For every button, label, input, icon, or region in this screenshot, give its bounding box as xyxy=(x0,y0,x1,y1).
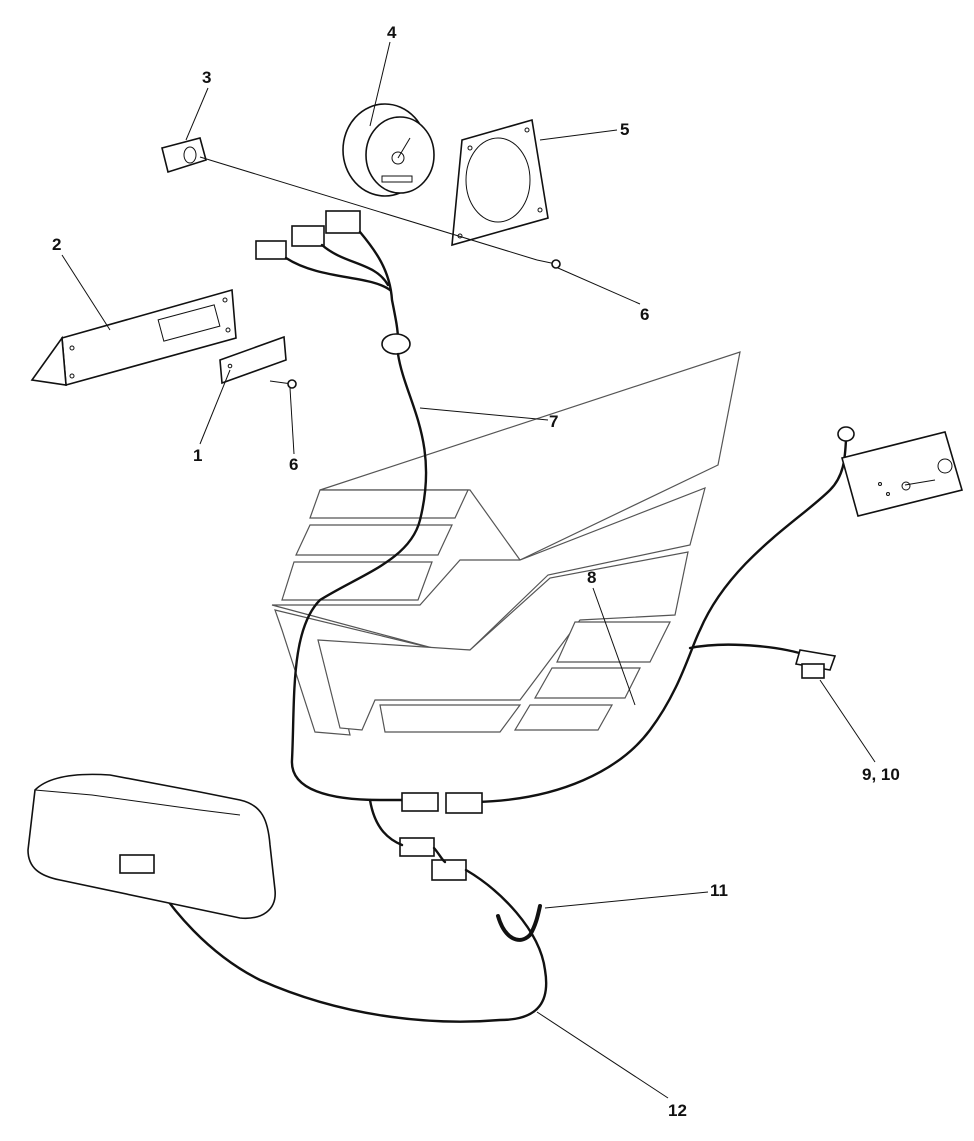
switch-panel xyxy=(841,431,964,517)
harness-connectors-bottom xyxy=(399,792,483,881)
connector-wire xyxy=(432,846,447,864)
instrument-cluster-housing xyxy=(27,773,276,919)
gauge-bezel xyxy=(451,118,549,247)
mounting-plate xyxy=(219,335,287,385)
callout-6-upper: 6 xyxy=(640,305,649,324)
callout-9-10: 9, 10 xyxy=(862,765,900,784)
screw xyxy=(269,379,297,389)
leader-lines xyxy=(61,41,876,1099)
callout-12: 12 xyxy=(668,1101,687,1120)
callout-7: 7 xyxy=(549,412,558,431)
callout-3: 3 xyxy=(202,68,211,87)
callout-1: 1 xyxy=(193,446,202,465)
gauge xyxy=(342,103,435,197)
screw xyxy=(536,259,561,269)
callout-2: 2 xyxy=(52,235,61,254)
mounting-bracket xyxy=(30,288,237,387)
background-chevron-logo xyxy=(271,351,741,736)
connector-wire xyxy=(368,798,404,847)
assembly-axis-line xyxy=(199,156,538,261)
callout-labels: 3 2 4 5 6 6 1 7 8 9, 10 11 12 xyxy=(52,23,900,1120)
clip xyxy=(161,137,207,174)
main-wire-harness xyxy=(284,230,428,802)
wire-clamp xyxy=(496,904,542,942)
callout-8: 8 xyxy=(587,568,596,587)
callout-6-lower: 6 xyxy=(289,455,298,474)
fuse-holder xyxy=(794,649,837,679)
cluster-wire xyxy=(146,868,548,1023)
harness-connectors-top xyxy=(255,210,361,260)
callout-4: 4 xyxy=(387,23,397,42)
callout-11: 11 xyxy=(710,881,728,900)
callout-5: 5 xyxy=(620,120,629,139)
